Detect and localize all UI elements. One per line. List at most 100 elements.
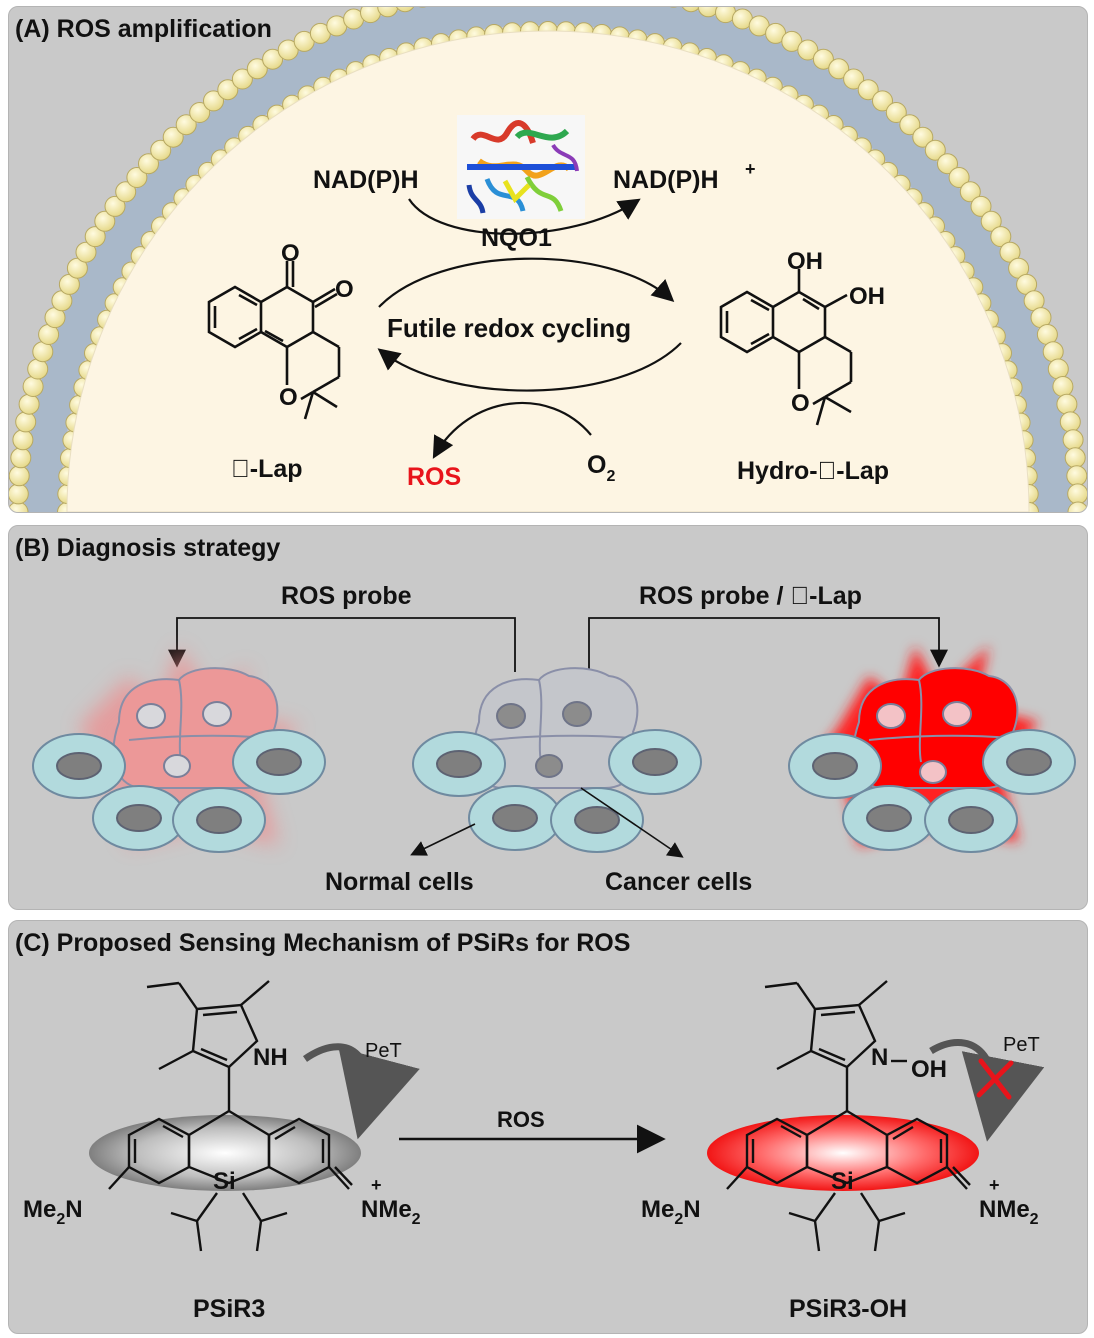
membrane-outer-head	[681, 7, 701, 13]
membrane-outer-head	[203, 90, 224, 112]
cancer-cells-pointer	[580, 787, 684, 858]
panel-a-title: (A) ROS amplification	[15, 15, 272, 43]
panel-b-title: (B) Diagnosis strategy	[15, 534, 281, 562]
membrane-outer-head	[262, 48, 284, 70]
oxidation-arrow	[377, 342, 682, 392]
membrane-outer-head	[843, 68, 865, 90]
psir3-oh-xanthene-highlight	[707, 1115, 979, 1191]
psir3-charge: +	[371, 1175, 382, 1195]
normal-cell-nucleus	[948, 806, 994, 834]
membrane-outer-head	[937, 153, 958, 175]
hydro-lap-ring-oxygen: O	[791, 390, 810, 417]
membrane-outer-head	[1062, 429, 1084, 451]
psir3-oh-oh-label: OH	[911, 1056, 947, 1083]
ros-probe-arrow	[168, 617, 516, 672]
psir3-pet-label: PeT	[365, 1040, 402, 1062]
membrane-outer-head	[980, 210, 1002, 232]
psir3-oh-si-label: Si	[831, 1168, 854, 1195]
ros-probe-lap-label: ROS probe /  -Lap	[639, 582, 862, 610]
membrane-outer-head	[395, 7, 415, 13]
membrane-outer-head	[18, 393, 40, 415]
nadph-label: NAD(P)H	[313, 166, 419, 194]
normal-cell-nucleus	[436, 750, 482, 778]
membrane-outer-head	[360, 7, 381, 24]
panel-c: (C) Proposed Sensing Mechanism of PSiRs …	[8, 920, 1088, 1334]
ros-label: ROS	[407, 463, 461, 491]
diagnosis-strategy-diagram: ROS probe ROS probe /  -Lap	[32, 582, 1076, 896]
membrane-tail-band	[24, 7, 1072, 512]
membrane-outer-head	[84, 226, 106, 248]
nadph-oxidation-arrow	[408, 198, 641, 235]
pet-curved-arrow	[302, 1043, 420, 1140]
psir3-oh-molecule: N OH PeT Si Me2N NMe2 + PSiR3-OH	[641, 980, 1045, 1323]
ros-amplification-diagram: NAD(P)H NAD(P)H + NQO1 Futile redox cycl…	[9, 7, 1087, 512]
pet-blocked-cross-icon	[976, 1058, 1014, 1100]
membrane-outer-head	[1047, 358, 1069, 380]
normal-cell-nucleus	[866, 804, 912, 832]
psir3-oh-charge: +	[989, 1175, 1000, 1195]
cell-interior	[66, 30, 1030, 512]
membrane-outer-head	[138, 153, 159, 175]
membrane-outer-head	[812, 48, 834, 70]
membrane-outer-head	[9, 465, 30, 487]
membrane-outer-head	[162, 126, 184, 148]
cancer-cells-label: Cancer cells	[605, 868, 752, 896]
membrane-outer-head	[1056, 393, 1078, 415]
normal-cells-group	[32, 729, 1076, 853]
ros-probe-lap-arrow	[588, 617, 948, 672]
psir3-molecule: NH PeT Si Me2N NMe2 + PSiR3	[23, 980, 421, 1323]
reduction-arrow	[378, 257, 675, 308]
membrane-outer-head	[22, 376, 44, 397]
normal-cell-nucleus	[1006, 748, 1052, 776]
membrane-outer-head	[1067, 501, 1087, 512]
membrane-outer-head	[377, 7, 399, 18]
normal-cell-nucleus	[256, 748, 302, 776]
nadph-plus-label: NAD(P)H	[613, 166, 719, 194]
membrane-outer-head	[970, 195, 992, 217]
membrane-outer-head	[1052, 376, 1074, 397]
hydro-beta-lap-label: Hydro- -Lap	[737, 457, 889, 485]
membrane-outer-head	[1067, 483, 1087, 505]
nqo1-protein-icon	[457, 115, 585, 219]
normal-cell-nucleus	[812, 752, 858, 780]
membrane-outer-head	[246, 58, 268, 80]
membrane-outer-head	[797, 39, 819, 61]
membrane-outer-head	[104, 195, 126, 217]
membrane-outer-head	[115, 181, 137, 203]
normal-cell-nucleus	[56, 752, 102, 780]
normal-cells-label: Normal cells	[325, 868, 474, 896]
panel-a: (A) ROS amplification	[8, 6, 1088, 513]
beta-lap-carbonyl-1: O	[281, 240, 300, 267]
normal-cell-nucleus	[492, 804, 538, 832]
membrane-outer-head	[924, 139, 946, 161]
psir3-name: PSiR3	[193, 1295, 265, 1323]
o2-to-ros-arrow	[432, 402, 592, 459]
beta-lap-carbonyl-2: O	[335, 276, 354, 303]
membrane-outer-head	[189, 102, 211, 123]
normal-cell-nucleus	[116, 804, 162, 832]
membrane-outer-head	[990, 226, 1012, 248]
psir3-si-label: Si	[213, 1168, 236, 1195]
sensing-mechanism-diagram: ROS	[23, 980, 1045, 1323]
membrane-outer-head	[75, 241, 97, 263]
membrane-outer-head	[12, 429, 34, 451]
psir3-oh-nme2-label: NMe2	[979, 1196, 1039, 1228]
o2-label: O2	[587, 451, 615, 485]
membrane-outer-head	[15, 411, 37, 433]
psir3-me2n-label: Me2N	[23, 1196, 83, 1228]
membrane-outer-head	[217, 79, 239, 101]
membrane-outer-head	[175, 114, 197, 136]
normal-cell-nucleus	[196, 806, 242, 834]
normal-cells-pointer	[410, 823, 476, 856]
membrane-outer-head	[1064, 447, 1086, 469]
membrane-outer-head	[10, 447, 32, 469]
membrane-outer-head	[9, 483, 29, 505]
cell-cluster-baseline	[472, 667, 641, 789]
membrane-outer-head	[959, 181, 981, 203]
membrane-outer-head	[912, 126, 934, 148]
membrane-outer-head	[1059, 411, 1081, 433]
membrane-outer-head	[126, 167, 148, 188]
membrane-outer-head	[150, 139, 172, 161]
pet-blocked-arrow	[929, 1039, 1045, 1142]
nadph-plus-charge: +	[745, 159, 756, 179]
